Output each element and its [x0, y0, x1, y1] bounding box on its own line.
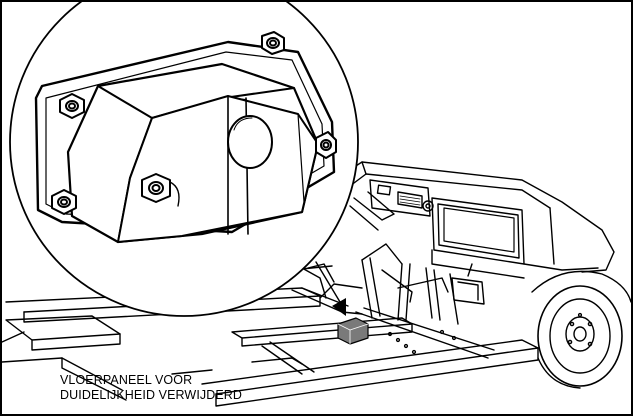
caption-line-1: VLOERPANEEL VOOR [60, 373, 193, 387]
caption-line-2: DUIDELIJKHEID VERWIJDERD [60, 388, 243, 402]
component-location [337, 317, 369, 345]
bolt-icon [51, 189, 77, 215]
component-detail [34, 31, 337, 244]
chassis-frame [2, 243, 539, 407]
bolt-icon [141, 173, 180, 207]
front-wheel [531, 270, 631, 389]
vehicle-drawing [2, 161, 631, 407]
figure-caption: VLOERPANEEL VOOR DUIDELIJKHEID VERWIJDER… [60, 373, 242, 403]
bolt-icon [59, 93, 85, 119]
bolt-icon [261, 31, 285, 55]
bolt-icon [315, 131, 337, 159]
dashboard [333, 161, 615, 279]
pointer-arrow [315, 261, 346, 316]
detail-magnifier [9, 2, 359, 317]
